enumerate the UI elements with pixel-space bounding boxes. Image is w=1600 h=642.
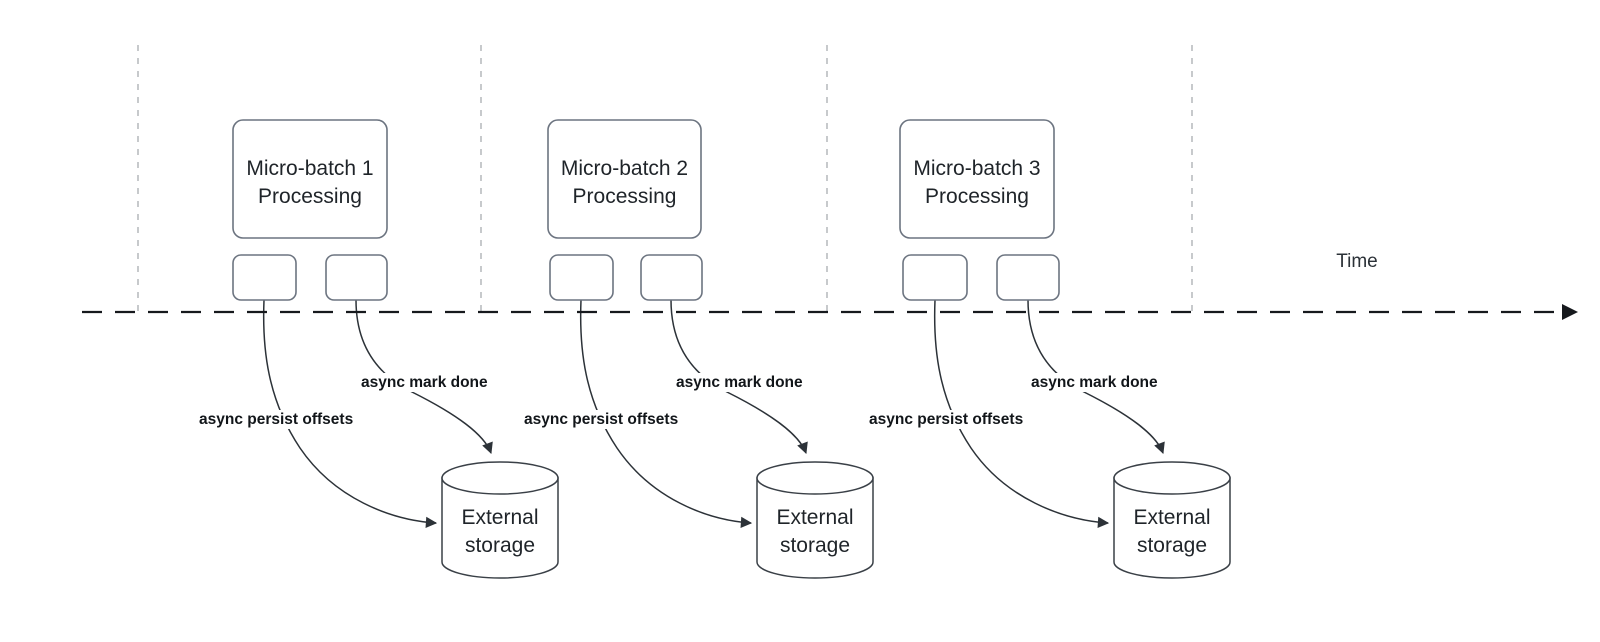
async-persist-offsets-3 — [933, 299, 1110, 528]
micro-batch-node-3[interactable]: Micro-batch 3 Processing — [899, 119, 1055, 239]
storage-label-line1: External — [461, 506, 538, 529]
async-mark-done-3-label-group: async mark done — [1028, 373, 1158, 392]
micro-batch-box[interactable] — [899, 119, 1055, 239]
async-persist-offsets-1-label: async persist offsets — [199, 411, 353, 428]
cylinder-body — [1113, 477, 1231, 579]
micro-batch-subtitle: Processing — [573, 185, 677, 208]
label-knockout — [673, 373, 795, 392]
storage-label-line2: storage — [780, 534, 850, 557]
label-knockout — [196, 410, 367, 429]
cylinder-body — [756, 477, 874, 579]
async-persist-offsets-3-label: async persist offsets — [869, 411, 1023, 428]
label-knockout — [1028, 373, 1150, 392]
cylinder-body — [441, 477, 559, 579]
async-mark-done-3-label: async mark done — [1031, 374, 1158, 391]
external-storage-1[interactable]: External storage — [441, 461, 559, 579]
cylinder-top — [1113, 461, 1231, 495]
time-axis-group: Time — [82, 251, 1578, 320]
async-mark-done-2-label: async mark done — [676, 374, 803, 391]
async-persist-offsets-2 — [579, 299, 753, 528]
async-mark-done-1-label: async mark done — [361, 374, 488, 391]
async-persist-offsets-1 — [262, 299, 438, 528]
time-axis-label: Time — [1336, 251, 1378, 272]
batch-boundary-guides — [137, 45, 1193, 312]
micro-batch-box[interactable] — [547, 119, 702, 239]
async-persist-offsets-2-label-group: async persist offsets — [521, 410, 692, 429]
storage-label-line1: External — [1133, 506, 1210, 529]
external-storage-2[interactable]: External storage — [756, 461, 874, 579]
micro-batch-2-task-persist[interactable] — [549, 254, 614, 301]
cylinder-top — [756, 461, 874, 495]
external-storage-3[interactable]: External storage — [1113, 461, 1231, 579]
micro-batch-node-1[interactable]: Micro-batch 1 Processing — [232, 119, 388, 239]
async-persist-offsets-2-label: async persist offsets — [524, 411, 678, 428]
time-axis-arrowhead — [1562, 304, 1578, 320]
cylinder-top — [441, 461, 559, 495]
storage-label-line1: External — [776, 506, 853, 529]
storage-label-line2: storage — [465, 534, 535, 557]
micro-batch-title: Micro-batch 2 — [561, 157, 688, 180]
edge-labels: async persist offsets async mark done asyn… — [196, 373, 1158, 429]
micro-batch-subtitle: Processing — [258, 185, 362, 208]
async-mark-done-2-label-group: async mark done — [673, 373, 803, 392]
label-knockout — [521, 410, 692, 429]
storage-label-line2: storage — [1137, 534, 1207, 557]
micro-batch-subtitle: Processing — [925, 185, 1029, 208]
micro-batch-1-task-mark[interactable] — [325, 254, 388, 301]
label-knockout — [866, 410, 1037, 429]
micro-batch-node-2[interactable]: Micro-batch 2 Processing — [547, 119, 702, 239]
micro-batch-3-task-persist[interactable] — [902, 254, 968, 301]
async-persist-offsets-3-label-group: async persist offsets — [866, 410, 1037, 429]
async-persist-offsets-1-label-group: async persist offsets — [196, 410, 367, 429]
micro-batch-1-task-persist[interactable] — [232, 254, 297, 301]
micro-batch-title: Micro-batch 1 — [246, 157, 373, 180]
async-mark-done-1-label-group: async mark done — [358, 373, 488, 392]
label-knockout — [358, 373, 480, 392]
micro-batch-2-task-mark[interactable] — [640, 254, 703, 301]
micro-batch-box[interactable] — [232, 119, 388, 239]
micro-batch-title: Micro-batch 3 — [913, 157, 1040, 180]
micro-batch-3-task-mark[interactable] — [996, 254, 1060, 301]
